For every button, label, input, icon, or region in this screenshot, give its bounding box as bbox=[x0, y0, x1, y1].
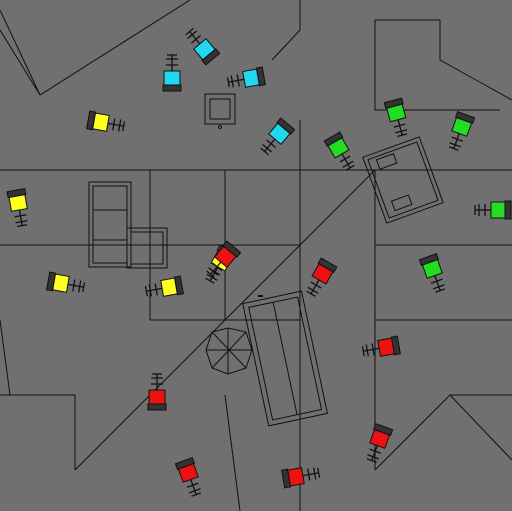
unit-yellow[interactable] bbox=[144, 275, 184, 300]
unit-legs bbox=[448, 133, 464, 151]
unit-seat bbox=[490, 201, 506, 219]
l-shaped-counter bbox=[88, 181, 168, 269]
unit-red[interactable] bbox=[303, 257, 338, 298]
unit-legs bbox=[14, 209, 28, 228]
stove-prop bbox=[204, 93, 236, 129]
unit-seat bbox=[148, 389, 166, 405]
unit-red[interactable] bbox=[281, 464, 321, 489]
unit-cyan[interactable] bbox=[183, 26, 221, 66]
unit-legs bbox=[302, 467, 321, 481]
unit-green[interactable] bbox=[323, 131, 358, 172]
unit-legs bbox=[226, 74, 245, 88]
unit-red[interactable] bbox=[174, 457, 204, 498]
unit-legs bbox=[206, 261, 223, 279]
unit-seat bbox=[92, 112, 110, 132]
chair-back bbox=[504, 200, 512, 220]
unit-red[interactable] bbox=[204, 240, 242, 280]
unit-legs bbox=[474, 204, 491, 216]
unit-green[interactable] bbox=[445, 111, 476, 152]
unit-green[interactable] bbox=[383, 97, 411, 138]
unit-seat bbox=[287, 467, 305, 487]
unit-layer bbox=[6, 26, 512, 498]
unit-legs bbox=[393, 119, 408, 138]
long-table-prop bbox=[242, 290, 329, 427]
unit-seat bbox=[242, 68, 260, 88]
round-table-prop bbox=[205, 327, 253, 375]
unit-green[interactable] bbox=[418, 253, 448, 294]
small-marker bbox=[258, 295, 263, 297]
unit-yellow[interactable] bbox=[6, 188, 31, 228]
chair-back bbox=[147, 403, 167, 411]
unit-seat bbox=[163, 70, 181, 86]
unit-cyan[interactable] bbox=[162, 54, 182, 92]
unit-legs bbox=[306, 279, 322, 297]
unit-yellow[interactable] bbox=[86, 110, 126, 135]
unit-cyan[interactable] bbox=[226, 66, 266, 91]
unit-legs bbox=[339, 153, 355, 171]
unit-seat bbox=[8, 194, 28, 212]
unit-red[interactable] bbox=[363, 423, 394, 464]
unit-legs bbox=[144, 283, 163, 297]
unit-red[interactable] bbox=[147, 373, 167, 411]
unit-legs bbox=[67, 279, 86, 293]
chair-back bbox=[162, 84, 182, 92]
unit-seat bbox=[311, 263, 334, 285]
unit-seat bbox=[377, 337, 395, 357]
bed-prop bbox=[362, 136, 444, 224]
unit-yellow[interactable] bbox=[46, 271, 86, 296]
unit-green[interactable] bbox=[474, 200, 512, 220]
unit-legs bbox=[366, 445, 382, 463]
unit-seat bbox=[160, 277, 178, 297]
unit-legs bbox=[166, 54, 178, 71]
unit-cyan[interactable] bbox=[258, 117, 296, 157]
unit-legs bbox=[260, 138, 277, 156]
unit-legs bbox=[430, 275, 446, 293]
unit-legs bbox=[151, 373, 163, 390]
unit-red[interactable] bbox=[361, 335, 401, 360]
unit-legs bbox=[185, 27, 202, 45]
unit-seat bbox=[52, 273, 70, 293]
unit-legs bbox=[107, 118, 126, 132]
unit-legs bbox=[361, 343, 380, 357]
unit-legs bbox=[186, 479, 202, 497]
